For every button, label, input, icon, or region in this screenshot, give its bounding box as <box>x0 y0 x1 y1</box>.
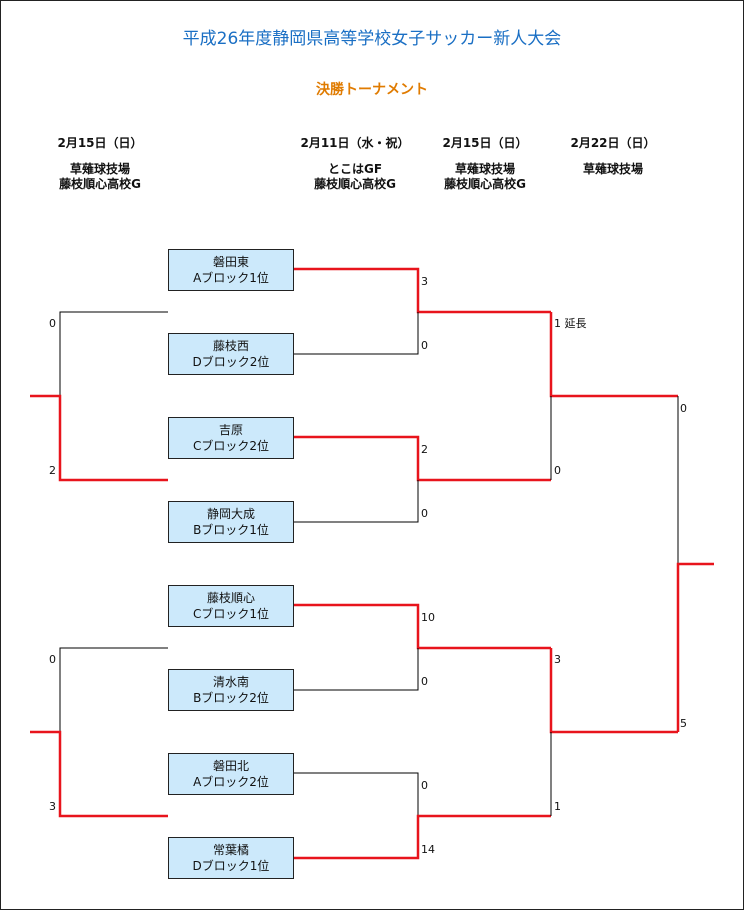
winner-line <box>549 648 678 734</box>
header-venue: とこはGF <box>327 162 383 176</box>
score-r1: 0 <box>421 507 428 520</box>
winner-line <box>294 435 551 482</box>
team-seed: Bブロック2位 <box>193 691 269 705</box>
team-box: 常葉橘 Dブロック1位 <box>168 837 294 879</box>
header-venue: 草薙球技場 <box>69 162 130 176</box>
header-venue: 藤枝順心高校G <box>314 177 396 191</box>
loser-line <box>59 647 168 732</box>
score-r1: 3 <box>421 275 428 288</box>
score-r1: 10 <box>421 611 435 624</box>
team-name: 吉原 <box>218 423 243 437</box>
header-semifinal: 2月15日（日） 草薙球技場 藤枝順心高校G <box>415 136 555 192</box>
score-playoff: 2 <box>49 464 56 477</box>
header-date: 2月15日（日） <box>57 136 143 150</box>
score-playoff: 3 <box>49 800 56 813</box>
header-venue: 藤枝順心高校G <box>59 177 141 191</box>
loser-line <box>294 648 419 691</box>
team-seed: Bブロック1位 <box>193 523 269 537</box>
winner-line <box>294 267 551 314</box>
winner-line <box>294 603 551 650</box>
winner-line <box>676 562 714 732</box>
header-venue: 草薙球技場 <box>454 162 515 176</box>
team-name: 藤枝順心 <box>206 591 255 605</box>
team-seed: Aブロック2位 <box>193 775 269 789</box>
team-name: 清水南 <box>212 675 249 689</box>
score-r1: 2 <box>421 443 428 456</box>
loser-line <box>294 772 419 816</box>
team-seed: Cブロック1位 <box>192 607 269 621</box>
score-playoff: 0 <box>49 317 56 330</box>
team-box: 磐田北 Aブロック2位 <box>168 753 294 795</box>
team-name: 藤枝西 <box>212 339 249 353</box>
team-box: 吉原 Cブロック2位 <box>168 417 294 459</box>
header-final: 2月22日（日） 草薙球技場 <box>543 136 683 177</box>
team-seed: Dブロック2位 <box>192 355 270 369</box>
header-date: 2月15日（日） <box>442 136 528 150</box>
page-subtitle: 決勝トーナメント <box>316 82 428 98</box>
team-name: 磐田北 <box>212 759 249 773</box>
team-box: 静岡大成 Bブロック1位 <box>168 501 294 543</box>
score-semi: 1 <box>554 800 561 813</box>
team-seed: Cブロック2位 <box>192 439 269 453</box>
team-name: 静岡大成 <box>206 507 255 521</box>
score-r1: 0 <box>421 339 428 352</box>
score-r1: 0 <box>421 675 428 688</box>
header-date: 2月11日（水・祝） <box>300 136 410 150</box>
score-semi: 3 <box>554 653 561 666</box>
team-box: 磐田東 Aブロック1位 <box>168 249 294 291</box>
team-seed: Dブロック1位 <box>192 859 270 873</box>
score-r1: 14 <box>421 843 435 856</box>
team-box: 藤枝西 Dブロック2位 <box>168 333 294 375</box>
score-playoff: 0 <box>49 653 56 666</box>
loser-line <box>294 312 419 355</box>
header-venue: 藤枝順心高校G <box>444 177 526 191</box>
team-seed: Aブロック1位 <box>193 271 269 285</box>
score-final: 0 <box>680 402 687 415</box>
header-round1: 2月11日（水・祝） とこはGF 藤枝順心高校G <box>285 136 425 192</box>
winner-line <box>30 394 168 482</box>
team-box: 清水南 Bブロック2位 <box>168 669 294 711</box>
header-venue: 草薙球技場 <box>582 162 643 176</box>
team-name: 磐田東 <box>212 255 249 269</box>
loser-line <box>59 311 168 396</box>
page-title: 平成26年度静岡県高等学校女子サッカー新人大会 <box>182 29 562 49</box>
winner-line <box>30 730 168 818</box>
team-name: 常葉橘 <box>212 843 249 857</box>
score-final: 5 <box>680 717 687 730</box>
score-semi: 1 延長 <box>554 317 587 330</box>
header-date: 2月22日（日） <box>570 136 656 150</box>
loser-line <box>294 480 419 523</box>
header-playoff: 2月15日（日） 草薙球技場 藤枝順心高校G <box>30 136 170 192</box>
score-semi: 0 <box>554 464 561 477</box>
team-box: 藤枝順心 Cブロック1位 <box>168 585 294 627</box>
winner-line <box>294 814 551 860</box>
score-r1: 0 <box>421 779 428 792</box>
